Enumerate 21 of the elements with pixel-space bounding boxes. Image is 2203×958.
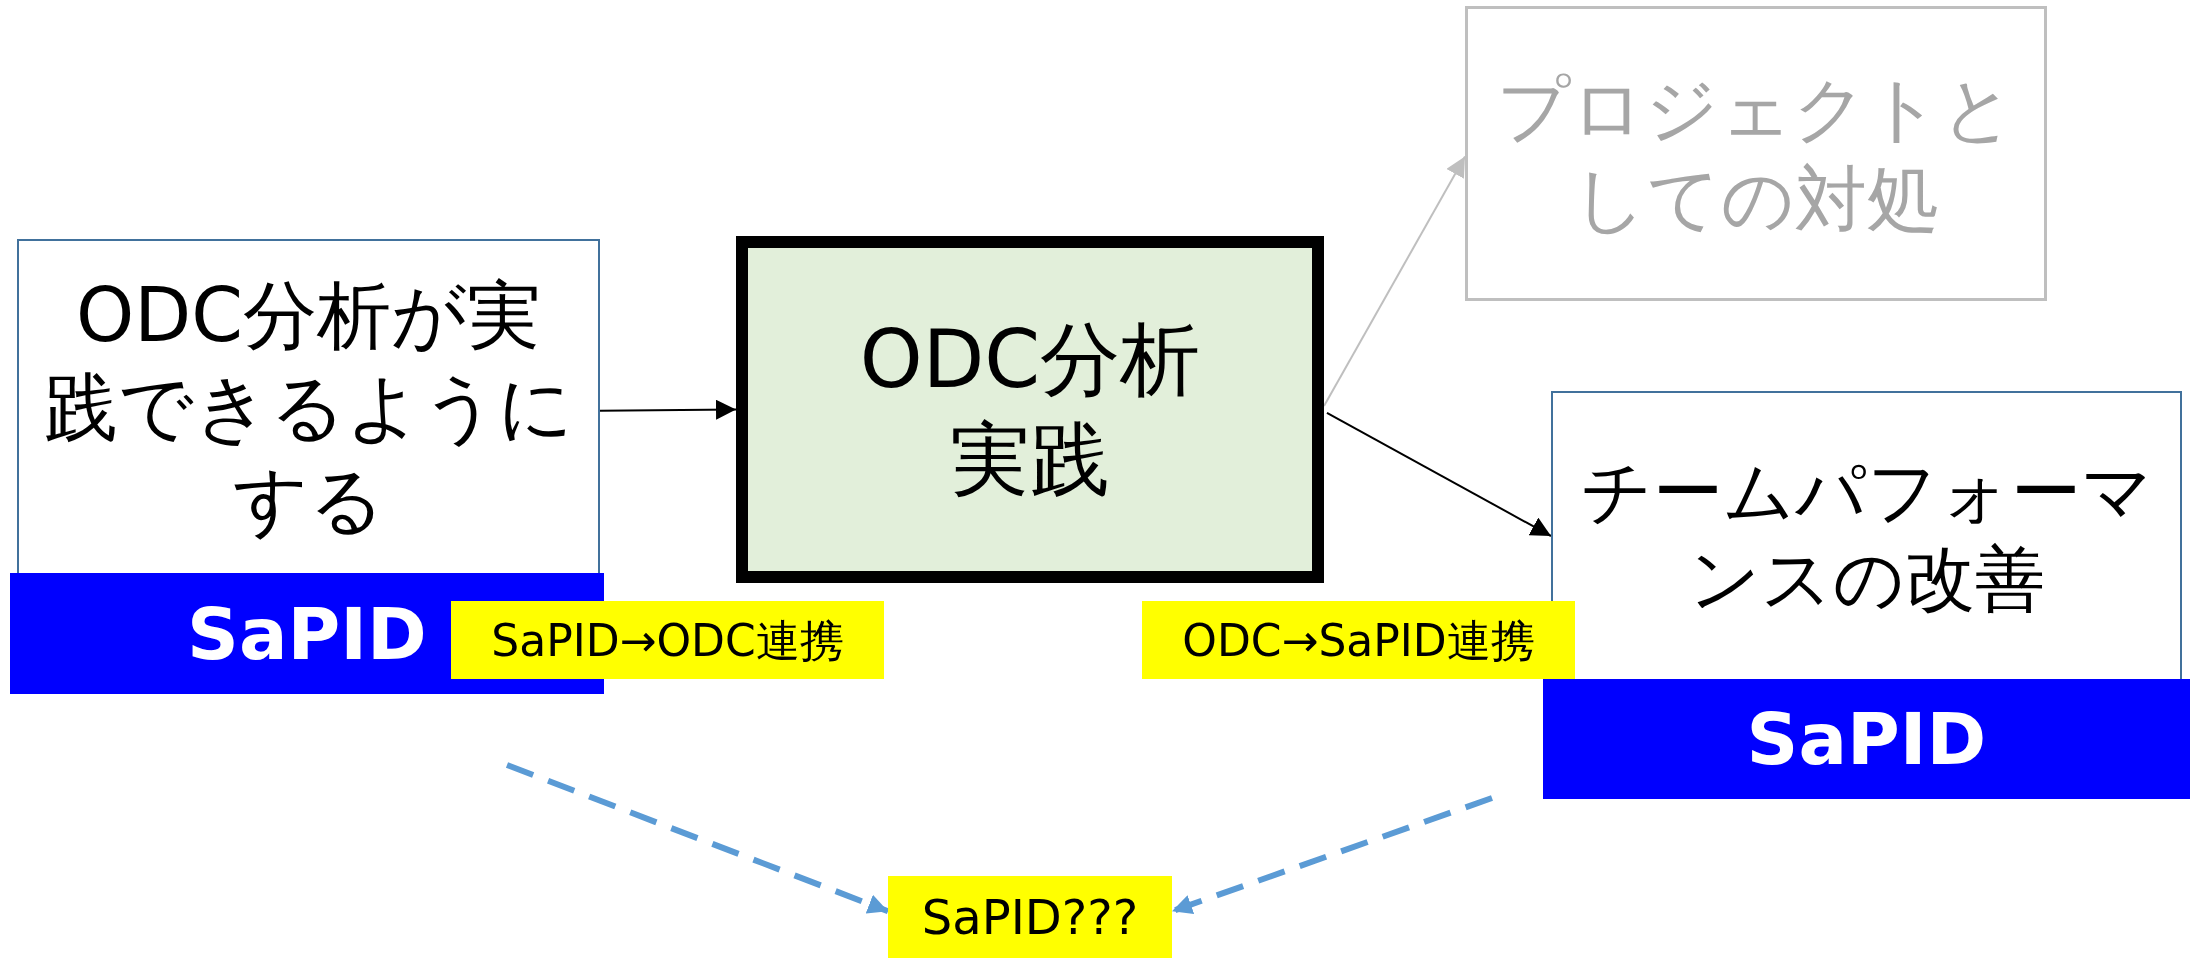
label-text: SaPID→ODC連携: [491, 613, 844, 668]
dashed-arrow: [505, 762, 890, 915]
label-text: ODC→SaPID連携: [1182, 613, 1535, 668]
arrow: [599, 399, 737, 420]
dashed-arrow: [1171, 795, 1493, 915]
box-text: チームパフォーマンスの改善: [1579, 449, 2154, 622]
box-text: ODC分析実践: [858, 311, 1202, 508]
process-box: [736, 236, 1324, 583]
text-box: [17, 239, 600, 576]
band-text: SaPID: [1746, 696, 1987, 783]
band-text: SaPID: [187, 590, 427, 678]
text-box: [1465, 6, 2047, 301]
box-text: プロジェクトとしての対処: [1496, 65, 2016, 243]
highlight-label: [888, 876, 1172, 958]
text-box: [1551, 391, 2182, 681]
highlight-label: [451, 601, 884, 679]
highlight-label: [1142, 601, 1575, 679]
box-text: ODC分析が実践できるようにする: [43, 270, 574, 545]
label-band: [1543, 679, 2190, 799]
label-text: SaPID???: [921, 888, 1139, 947]
arrow: [1325, 411, 1552, 537]
